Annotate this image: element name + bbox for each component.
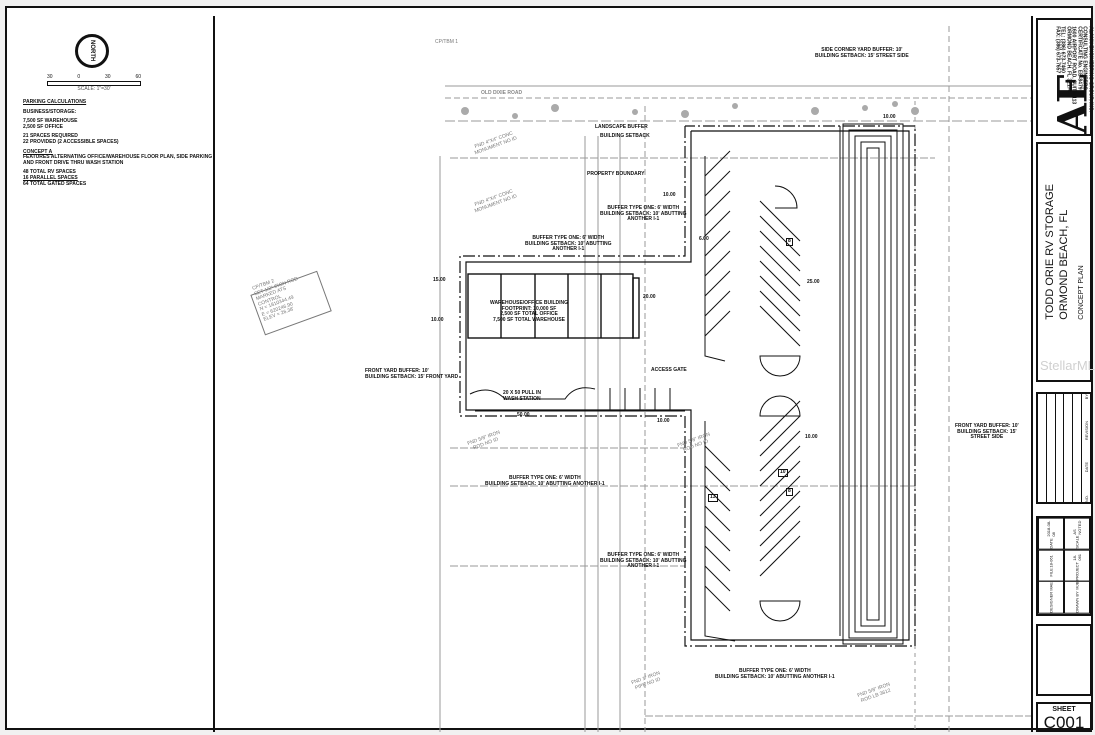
drawing-sheet: NORTH 30 0 30 60 SCALE: 1"=30' PARKING C… [5, 6, 1095, 732]
space-count: 10 [778, 469, 788, 477]
road-label: OLD DIXIE ROAD [481, 90, 523, 96]
rv-spaces: 48 TOTAL RV SPACES [23, 169, 76, 176]
site-plan-drawing [250, 26, 1031, 732]
title-block: AE ALANN ENGINEERING GROUP, INC.CONSULTI… [1031, 16, 1095, 732]
sheet-number: C001 [1043, 713, 1085, 732]
parking-title: PARKING CALCULATIONS [23, 99, 87, 105]
project-field: PROJECT 18-061 [1064, 549, 1090, 582]
business-storage: BUSINESS/STORAGE: [23, 108, 77, 115]
dim-label: 10.00 [805, 434, 818, 440]
dim-label: 10.00 [431, 317, 444, 323]
scale-field: SCALE AS NOTED [1064, 518, 1090, 550]
front-yard-buffer-note: FRONT YARD BUFFER: 10'BUILDING SETBACK: … [365, 368, 459, 380]
dim-label: 10.00 [883, 114, 896, 120]
seal-block [1036, 624, 1092, 696]
project-location: ORMOND BEACH, FL [1058, 209, 1070, 320]
watermark: StellarMLS [1040, 358, 1095, 373]
dim-label: 6.00 [699, 236, 709, 242]
revision-table: BY REVISION DATE NO. [1036, 392, 1092, 504]
project-info-grid: DATE 2018-08-08 SCALE AS NOTED FILE 18-0… [1036, 516, 1092, 616]
space-count: 8 [786, 488, 793, 496]
warehouse-sf: 7,500 SF WAREHOUSE [23, 118, 78, 125]
scale-tick: 60 [135, 74, 141, 80]
space-count: 8 [786, 238, 793, 246]
side-corner-buffer-note: SIDE CORNER YARD BUFFER: 10'BUILDING SET… [815, 47, 909, 59]
property-boundary-label: PROPERTY BOUNDARY [587, 171, 645, 177]
dim-label: 15.00 [433, 277, 446, 283]
project-block: TODD ORIE RV STORAGE ORMOND BEACH, FL CO… [1036, 142, 1092, 382]
dim-label: 25.00 [807, 279, 820, 285]
file-field: FILE 18-061 [1038, 549, 1064, 582]
dim-label: 20.00 [643, 294, 656, 300]
sheet-number-block: SHEET C001 [1036, 702, 1092, 732]
scale-tick: 30 [47, 74, 53, 80]
space-count: 13 [708, 494, 718, 502]
cp-tbm1-label: CP/TBM 1 [435, 39, 459, 45]
building-setback-label: BUILDING SETBACK [600, 133, 650, 139]
scale-label: SCALE: 1"=30' [77, 86, 111, 92]
dim-label: 50.00 [517, 412, 530, 418]
site-plan: SIDE CORNER YARD BUFFER: 10'BUILDING SET… [215, 16, 1031, 732]
concept-title: CONCEPT A [23, 148, 53, 155]
notes-panel: NORTH 30 0 30 60 SCALE: 1"=30' PARKING C… [13, 16, 215, 732]
dim-label: 10.00 [663, 192, 676, 198]
gated-spaces: 64 TOTAL GATED SPACES [23, 180, 87, 187]
parking-calculations: PARKING CALCULATIONS BUSINESS/STORAGE: 7… [23, 99, 213, 191]
sheet-label: SHEET [1052, 706, 1076, 713]
office-sf: 2,500 SF OFFICE [23, 123, 64, 130]
scale-tick: 30 [105, 74, 111, 80]
designer-field: DESIGNER MAE [1038, 581, 1064, 614]
parallel-spaces: 16 PARALLEL SPACES [23, 174, 78, 181]
drawn-by-field: DRAWN BY MJB [1064, 581, 1090, 614]
project-title: TODD ORIE RV STORAGE [1044, 184, 1056, 320]
company-info: ALANN ENGINEERING GROUP, INC.CONSULTING … [1054, 26, 1094, 112]
company-block: AE ALANN ENGINEERING GROUP, INC.CONSULTI… [1036, 18, 1095, 136]
concept-desc: FEATURES ALTERNATING OFFICE/WAREHOUSE FL… [23, 154, 213, 166]
drawing-title: CONCEPT PLAN [1078, 265, 1085, 320]
spaces-required: 21 SPACES REQUIRED [23, 133, 78, 140]
date-field: DATE 2018-08-08 [1038, 518, 1064, 550]
scale-tick: 0 [77, 74, 81, 80]
scale-bar: 30 0 30 60 SCALE: 1"=30' [47, 74, 141, 92]
front-yard-buffer-right-note: FRONT YARD BUFFER: 10'BUILDING SETBACK: … [955, 423, 1019, 440]
dim-label: 10.00 [657, 418, 670, 424]
landscape-buffer-label: LANDSCAPE BUFFER [595, 124, 648, 130]
spaces-provided: 22 PROVIDED (2 ACCESSIBLE SPACES) [23, 138, 119, 145]
access-gate-label: ACCESS GATE [651, 367, 687, 373]
north-arrow-icon: NORTH [75, 34, 109, 68]
